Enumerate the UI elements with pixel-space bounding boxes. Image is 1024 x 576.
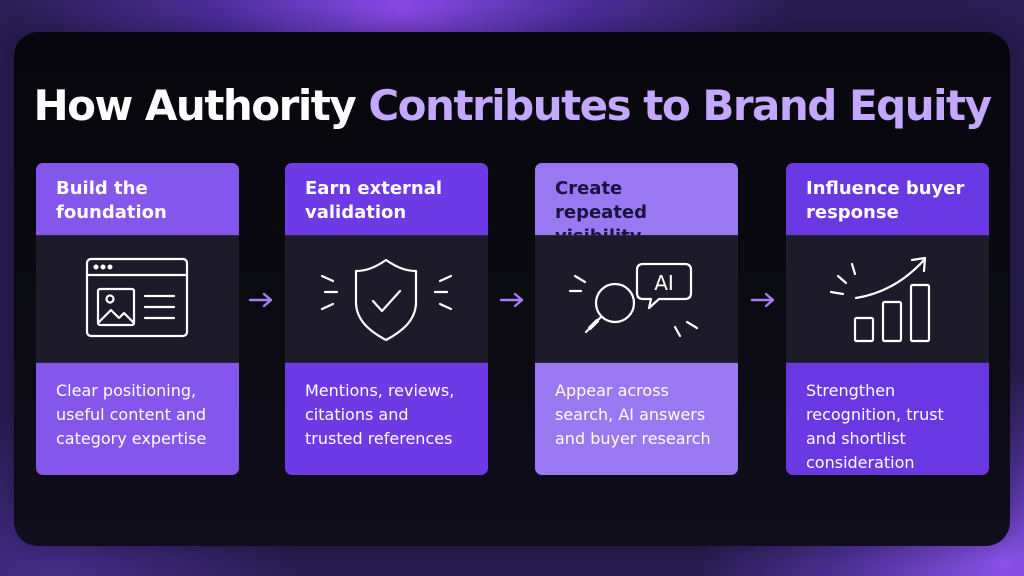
step-card-3: Create repeated visibility AI Appear acr…: [535, 163, 738, 475]
step-description-1: Clear positioning, useful content and ca…: [36, 363, 239, 475]
step-heading-4: Influence buyer response: [786, 163, 989, 235]
step-heading-1: Build the foundation: [36, 163, 239, 235]
step-heading-2: Earn external validation: [285, 163, 488, 235]
arrow-right-icon: [499, 292, 524, 308]
browser-window-icon: [85, 257, 189, 338]
step-icon-area-1: [36, 235, 239, 363]
title-part-1: How Authority: [33, 81, 369, 130]
arrow-right-icon: [248, 292, 273, 308]
step-description-2: Mentions, reviews, citations and trusted…: [285, 363, 488, 475]
step-heading-3: Create repeated visibility: [535, 163, 738, 247]
title-part-2: Contributes to Brand Equity: [368, 81, 992, 130]
step-icon-area-3: AI: [535, 235, 738, 363]
step-card-4: Influence buyer response Strengthen reco…: [786, 163, 989, 475]
page-title: How Authority Contributes to Brand Equit…: [0, 78, 1024, 134]
shield-check-icon: [320, 258, 453, 342]
step-description-4: Strengthen recognition, trust and shortl…: [786, 363, 989, 475]
step-card-1: Build the foundation Clear positioning, …: [36, 163, 239, 475]
growth-chart-icon: [829, 256, 931, 343]
step-description-3: Appear across search, AI answers and buy…: [535, 363, 738, 475]
step-icon-area-2: [285, 235, 488, 363]
search-ai-icon: AI: [568, 262, 699, 338]
step-icon-area-4: [786, 235, 989, 363]
step-card-2: Earn external validation Mentions, revie…: [285, 163, 488, 475]
ai-label: AI: [654, 271, 674, 295]
arrow-right-icon: [750, 292, 775, 308]
